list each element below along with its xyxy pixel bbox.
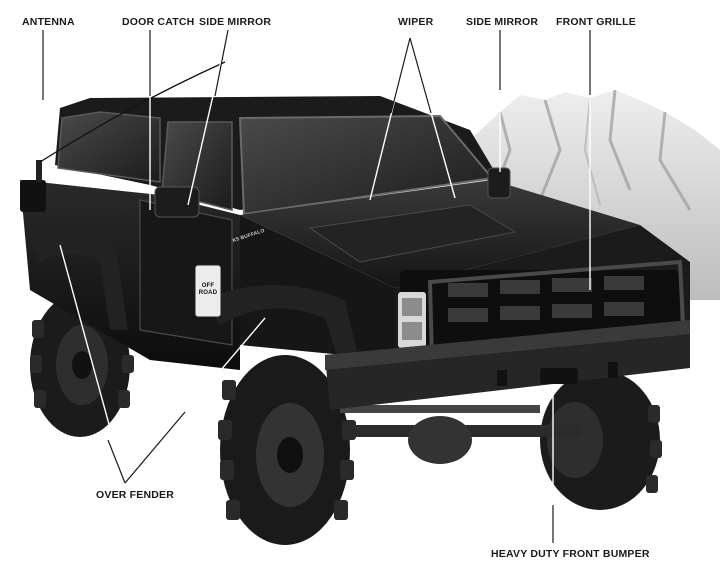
door-badge <box>194 264 222 318</box>
label-side-mirror-left: SIDE MIRROR <box>199 16 272 28</box>
truck-body <box>20 96 690 370</box>
label-over-fender: OVER FENDER <box>96 489 175 501</box>
label-front-grille: FRONT GRILLE <box>556 16 636 28</box>
leader-lines-outside <box>42 29 591 543</box>
antenna-wire <box>39 61 226 163</box>
label-heavy-duty-front-bumper: HEAVY DUTY FRONT BUMPER <box>491 548 650 560</box>
label-wiper: WIPER <box>398 16 434 28</box>
front-bumper-art <box>325 320 690 410</box>
label-side-mirror-right: SIDE MIRROR <box>466 16 539 28</box>
label-antenna: ANTENNA <box>22 16 75 28</box>
tires <box>30 293 662 545</box>
label-door-catch: DOOR CATCH <box>122 16 195 28</box>
over-fenders <box>28 228 360 365</box>
front-axle <box>340 405 580 464</box>
side-mirrors <box>154 167 511 218</box>
door-badge-text: OFF ROAD <box>198 283 218 296</box>
